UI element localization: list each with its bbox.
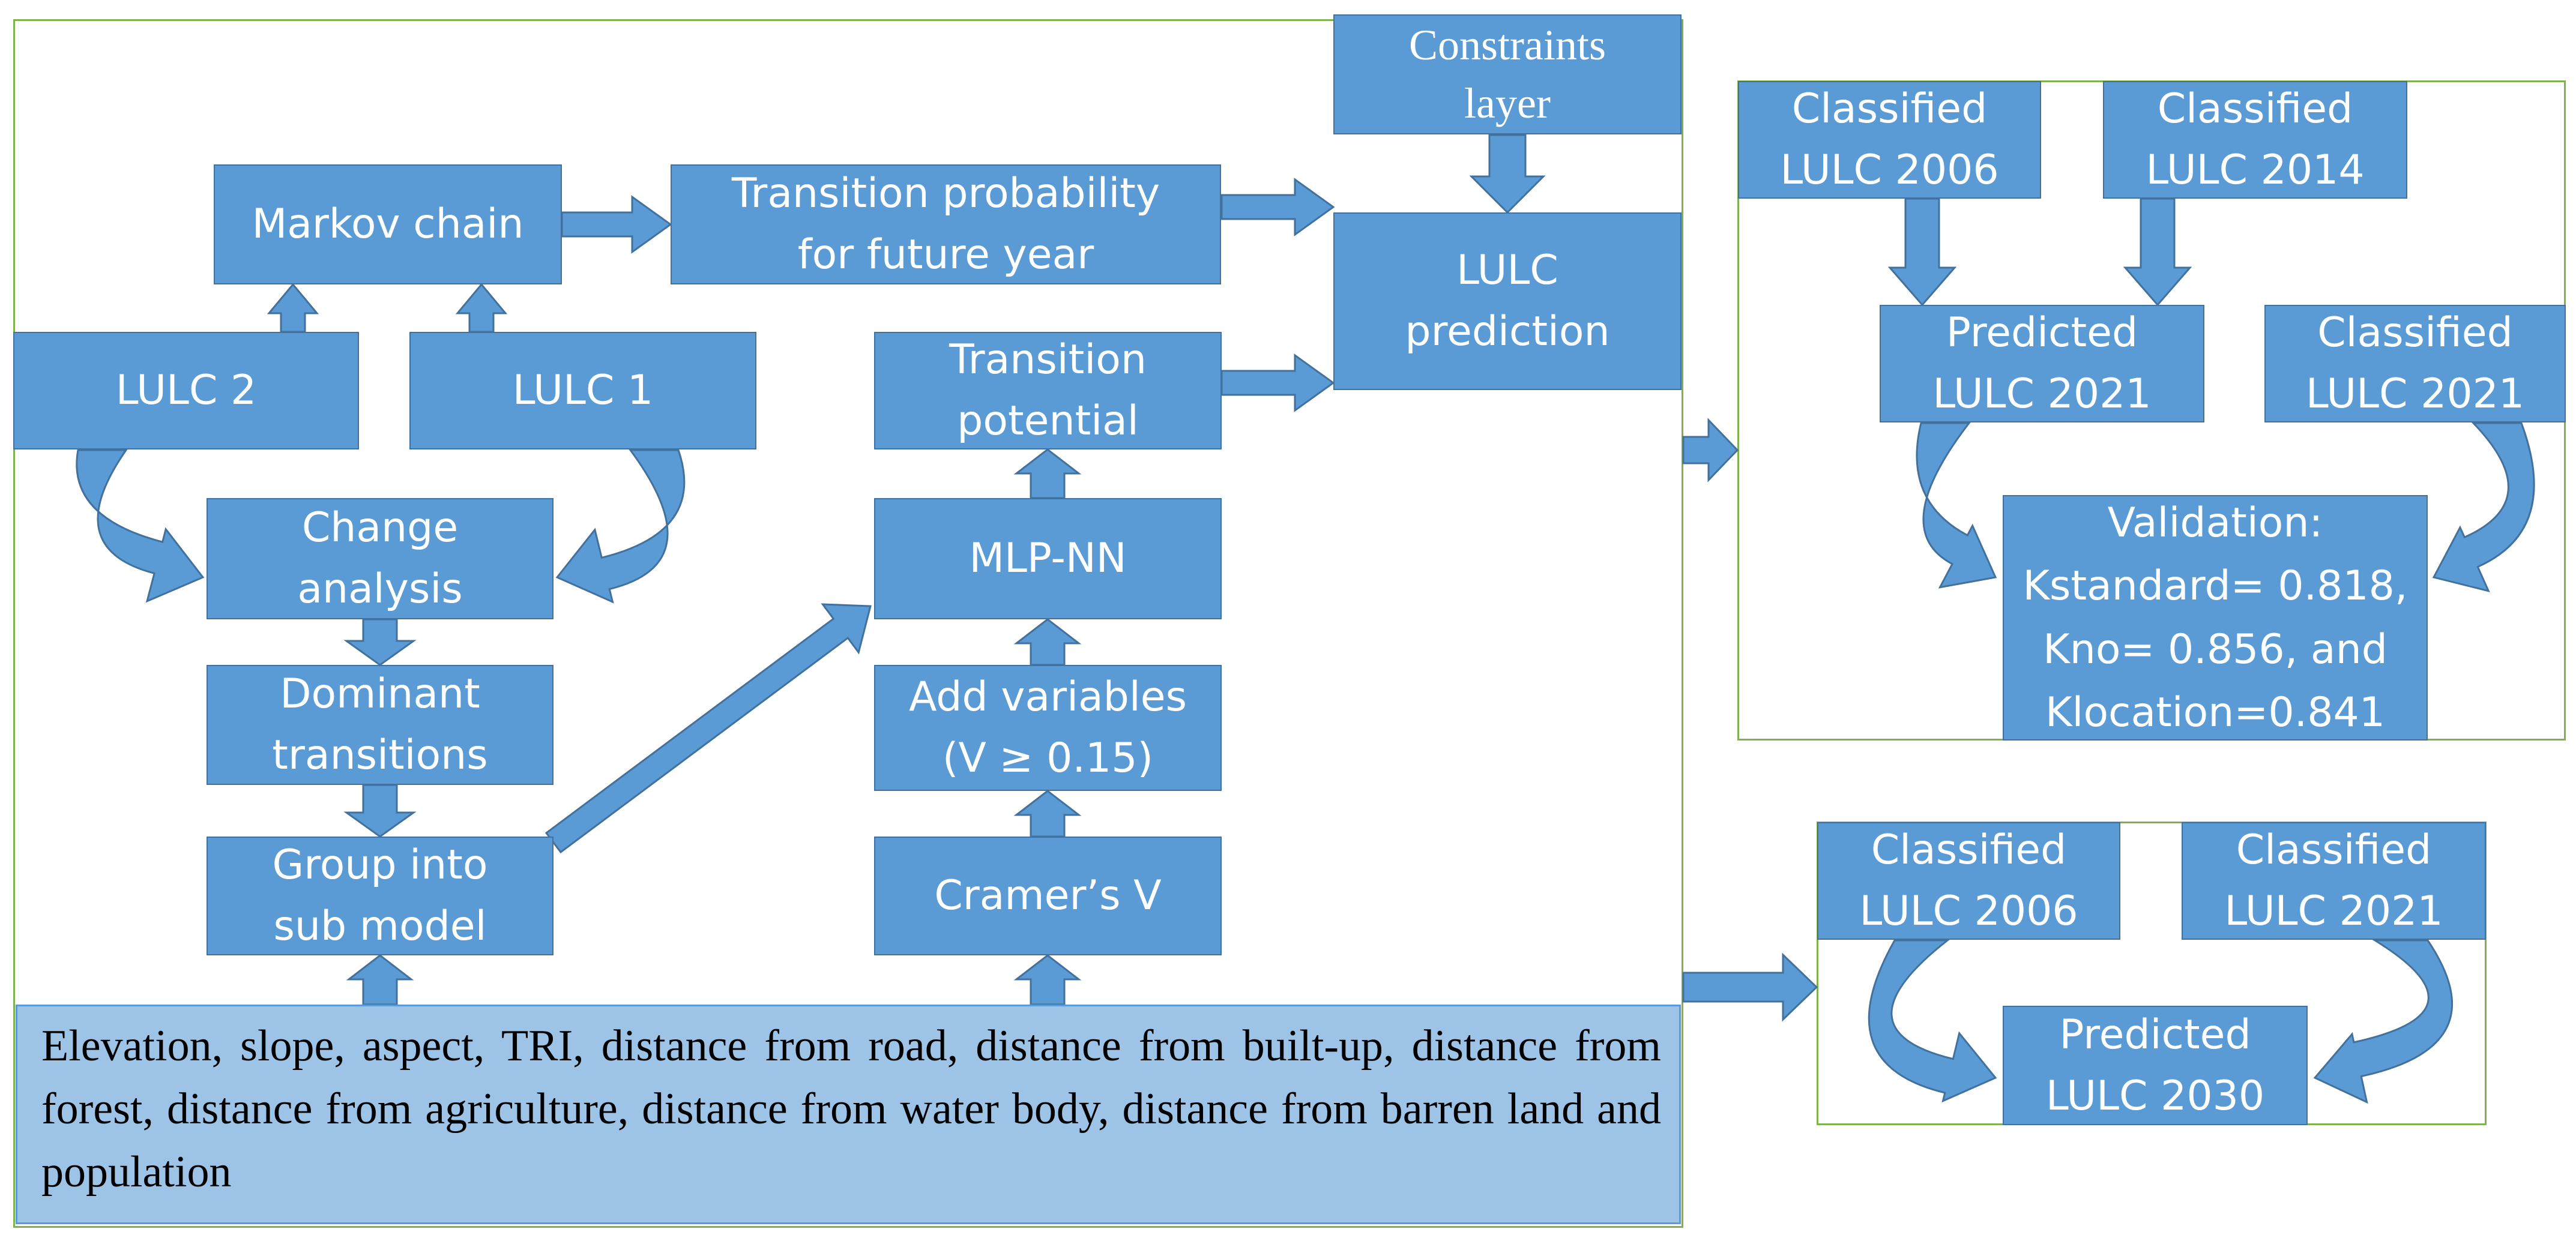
box-label-line: Kno= 0.856, and	[2043, 625, 2387, 673]
box-label-line: Markov chain	[252, 200, 524, 248]
dominant-transitions-box: Dominant transitions	[207, 665, 554, 785]
box-label-line: Add variables	[908, 673, 1187, 721]
box-label-line: Predicted	[2059, 1011, 2251, 1059]
classified2021-to-predicted2030-curved-arrow	[2313, 939, 2454, 1104]
box-label-line: Dominant	[280, 670, 480, 718]
box-label-line: MLP-NN	[969, 535, 1127, 582]
group-sub-model-box: Group into sub model	[207, 837, 554, 955]
markov-to-transition-arrow	[561, 195, 672, 254]
markov-chain-box: Markov chain	[214, 164, 562, 284]
box-label-line: LULC 2006	[1859, 888, 2078, 935]
box-label-line: prediction	[1405, 308, 1610, 355]
classified2014-to-predicted-arrow	[2123, 197, 2192, 307]
box-label-line: Validation:	[2107, 499, 2323, 547]
box-label-line: LULC 2021	[1932, 370, 2152, 418]
lulc2-to-change-curved-arrow	[76, 449, 205, 603]
lulc-1-box: LULC 1	[409, 332, 756, 449]
box-label-line: LULC 2030	[2045, 1072, 2265, 1120]
transition-to-prediction-arrow	[1220, 178, 1335, 236]
constraints-layer-box: Constraints layer	[1333, 14, 1682, 134]
classified2006-to-predicted2030-curved-arrow	[1868, 939, 1997, 1103]
box-label-line: Classified	[2236, 826, 2432, 874]
box-label-line: Group into	[272, 841, 488, 889]
mlp-nn-box: MLP-NN	[874, 498, 1222, 619]
lulc-prediction-box: LULC prediction	[1333, 212, 1682, 390]
classified2006-to-predicted-arrow	[1887, 197, 1957, 307]
cramers-to-add-arrow	[1013, 790, 1082, 838]
box-label-line: Kstandard= 0.818,	[2022, 562, 2408, 610]
box-label-line: Klocation=0.841	[2045, 688, 2386, 736]
box-label-line: (V ≥ 0.15)	[942, 735, 1154, 782]
group-to-mlp-arrow	[544, 603, 872, 854]
variables-to-cramers-arrow	[1013, 954, 1082, 1006]
driver-variables-box: Elevation, slope, aspect, TRI, distance …	[16, 1005, 1681, 1224]
box-label-line: Classified	[1791, 85, 1988, 133]
change-to-dominant-arrow	[343, 618, 417, 666]
box-label-line: sub model	[273, 903, 487, 950]
add-to-mlp-arrow	[1013, 618, 1082, 666]
box-label-line: LULC 2021	[2224, 888, 2443, 935]
box-label-line: Predicted	[1946, 309, 2138, 356]
classified2021-to-validation-curved-arrow	[2432, 422, 2535, 593]
box-label-line: for future year	[797, 231, 1094, 278]
box-label-line: Transition probability	[731, 170, 1160, 217]
box-label-line: LULC 2	[115, 367, 257, 414]
box-label-line: potential	[957, 397, 1139, 445]
box-label-line: transitions	[272, 732, 488, 779]
change-analysis-box: Change analysis	[207, 498, 554, 619]
model-to-validation-arrow	[1682, 418, 1739, 482]
lulc1-to-change-curved-arrow	[555, 449, 686, 604]
potential-to-prediction-arrow	[1220, 353, 1335, 412]
box-label-line: LULC	[1456, 247, 1558, 294]
box-label-line: LULC 2014	[2146, 146, 2365, 194]
main-model-frame	[13, 19, 1683, 1228]
constraints-down-arrow	[1469, 134, 1546, 214]
driver-variables-text: Elevation, slope, aspect, TRI, distance …	[41, 1021, 1661, 1197]
box-label-line: Cramer’s V	[934, 872, 1162, 919]
dominant-to-group-arrow	[343, 784, 417, 838]
lulc1-up-arrow	[455, 283, 508, 333]
box-label-line: LULC 2006	[1780, 146, 1999, 194]
transition-potential-box: Transition potential	[874, 332, 1222, 449]
validation-results-box: Validation: Kstandard= 0.818, Kno= 0.856, …	[2003, 495, 2428, 741]
box-label-line: Classified	[1871, 826, 2067, 874]
lulc-2-box: LULC 2	[13, 332, 359, 449]
box-label-line: layer	[1464, 79, 1551, 127]
predicted2021-to-validation-curved-arrow	[1916, 422, 1997, 589]
box-label-line: analysis	[297, 565, 463, 613]
lulc2-up-arrow	[267, 283, 319, 333]
add-variables-box: Add variables (V ≥ 0.15)	[874, 665, 1222, 791]
box-label-line: LULC 1	[512, 367, 654, 414]
model-to-future-arrow	[1682, 952, 1818, 1022]
transition-probability-box: Transition probability for future year	[671, 164, 1221, 284]
variables-to-group-arrow	[346, 954, 414, 1006]
box-label-line: Change	[301, 504, 459, 551]
box-label-line: Transition	[949, 336, 1147, 383]
cramers-v-box: Cramer’s V	[874, 837, 1222, 955]
box-label-line: Constraints	[1408, 20, 1606, 69]
mlp-to-potential-arrow	[1013, 448, 1082, 499]
box-label-line: Classified	[2317, 309, 2513, 356]
box-label-line: LULC 2021	[2305, 370, 2525, 418]
box-label-line: Classified	[2157, 85, 2353, 133]
